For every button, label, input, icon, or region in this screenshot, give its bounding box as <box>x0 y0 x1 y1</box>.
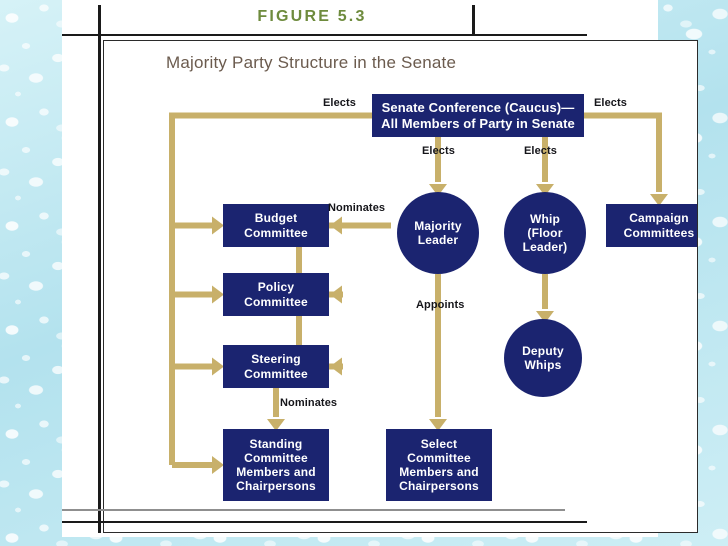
edge-label-conference-whip: Elects <box>524 145 558 157</box>
slide-plate: FIGURE 5.3 Majority Party Structure in t… <box>62 0 698 537</box>
edge-label-majority-budget: Nominates <box>328 202 386 214</box>
connector-arrowhead <box>429 184 447 196</box>
edge-label-conference-budget: Elects <box>323 97 357 109</box>
header-horizontal-rule <box>62 34 587 36</box>
connector-arrowhead <box>330 216 342 235</box>
edge-label-steering-standing: Nominates <box>280 397 338 409</box>
connector-arrowhead <box>212 285 224 304</box>
node-label: Senate Conference (Caucus)—All Members o… <box>381 100 575 131</box>
connector-arrowhead <box>536 184 554 196</box>
connector-arrowhead <box>330 357 342 376</box>
edge-label-conference-campaign: Elects <box>594 97 628 109</box>
connector-arrowhead <box>330 285 342 304</box>
figure-frame: Majority Party Structure in the Senate S… <box>103 40 698 533</box>
connector <box>584 112 662 192</box>
connector-arrowhead <box>212 456 224 474</box>
connector-arrowhead <box>536 311 554 323</box>
connector-arrowhead <box>212 216 224 235</box>
chart-title: Majority Party Structure in the Senate <box>166 53 457 72</box>
header-vertical-rule-right <box>472 5 475 35</box>
connector-arrowhead <box>212 357 224 376</box>
edge-label-conference-majority: Elects <box>422 145 456 157</box>
edge-label-majority-select: Appoints <box>416 299 465 311</box>
connector <box>169 112 372 465</box>
connector-arrowhead <box>650 194 668 206</box>
connector-arrowhead <box>267 419 285 431</box>
connector-arrowhead <box>429 419 447 431</box>
org-chart-diagram: Senate Conference (Caucus)—All Members o… <box>104 41 697 532</box>
header-vertical-rule <box>98 5 101 533</box>
figure-label: FIGURE 5.3 <box>257 8 367 25</box>
footer-horizontal-rule <box>62 521 587 523</box>
node-conference: Senate Conference (Caucus)—All Members o… <box>372 94 584 137</box>
footer-gray-rule <box>62 509 565 511</box>
